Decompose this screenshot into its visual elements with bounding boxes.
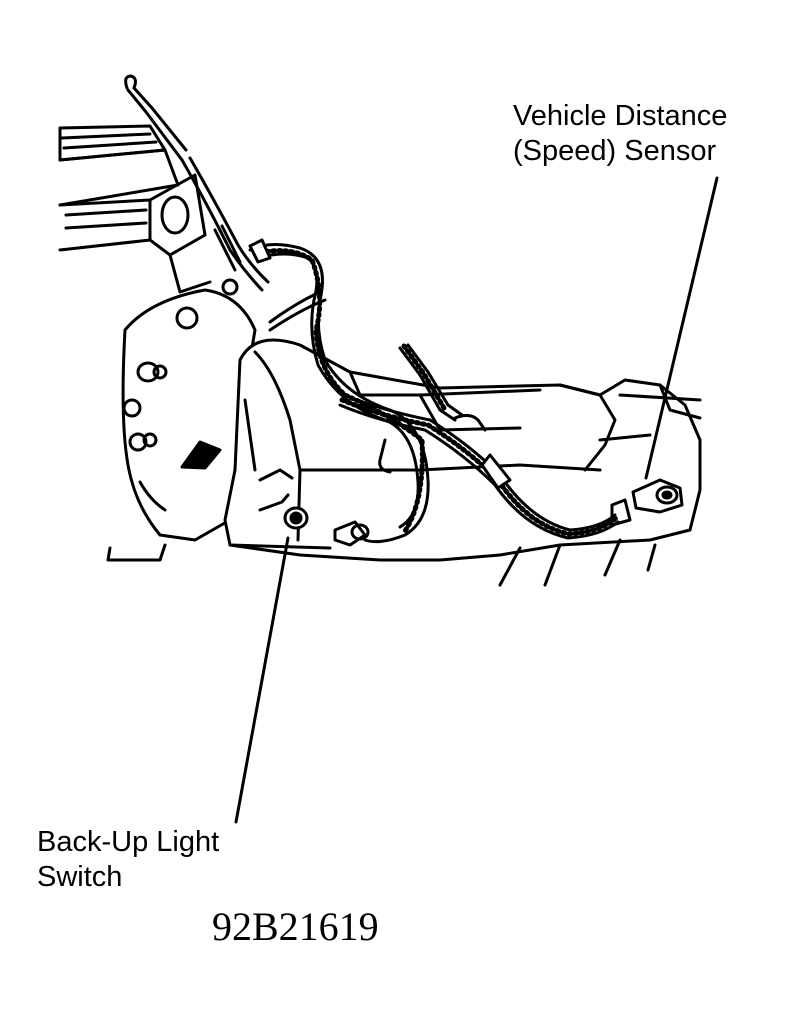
backup-light-switch-label-line2: Switch (37, 861, 123, 893)
figure-id: 92B21619 (212, 904, 379, 949)
transmission-case (225, 340, 700, 585)
sensor-leader-line (646, 178, 717, 478)
backup-light-switch (285, 508, 368, 545)
backup-light-switch-label-line1: Back-Up Light (37, 826, 220, 858)
vehicle-distance-sensor-label-line2: (Speed) Sensor (513, 135, 717, 167)
switch-leader-line (236, 538, 288, 822)
bell-housing (108, 280, 255, 560)
shift-cable (126, 76, 268, 290)
wiring-harness (215, 226, 618, 542)
vehicle-distance-sensor-label: Vehicle Distance (Speed) Sensor (513, 99, 727, 169)
frame-rail (60, 126, 210, 292)
vehicle-distance-sensor-label-line1: Vehicle Distance (513, 100, 728, 132)
backup-light-switch-label: Back-Up Light Switch (37, 825, 219, 895)
